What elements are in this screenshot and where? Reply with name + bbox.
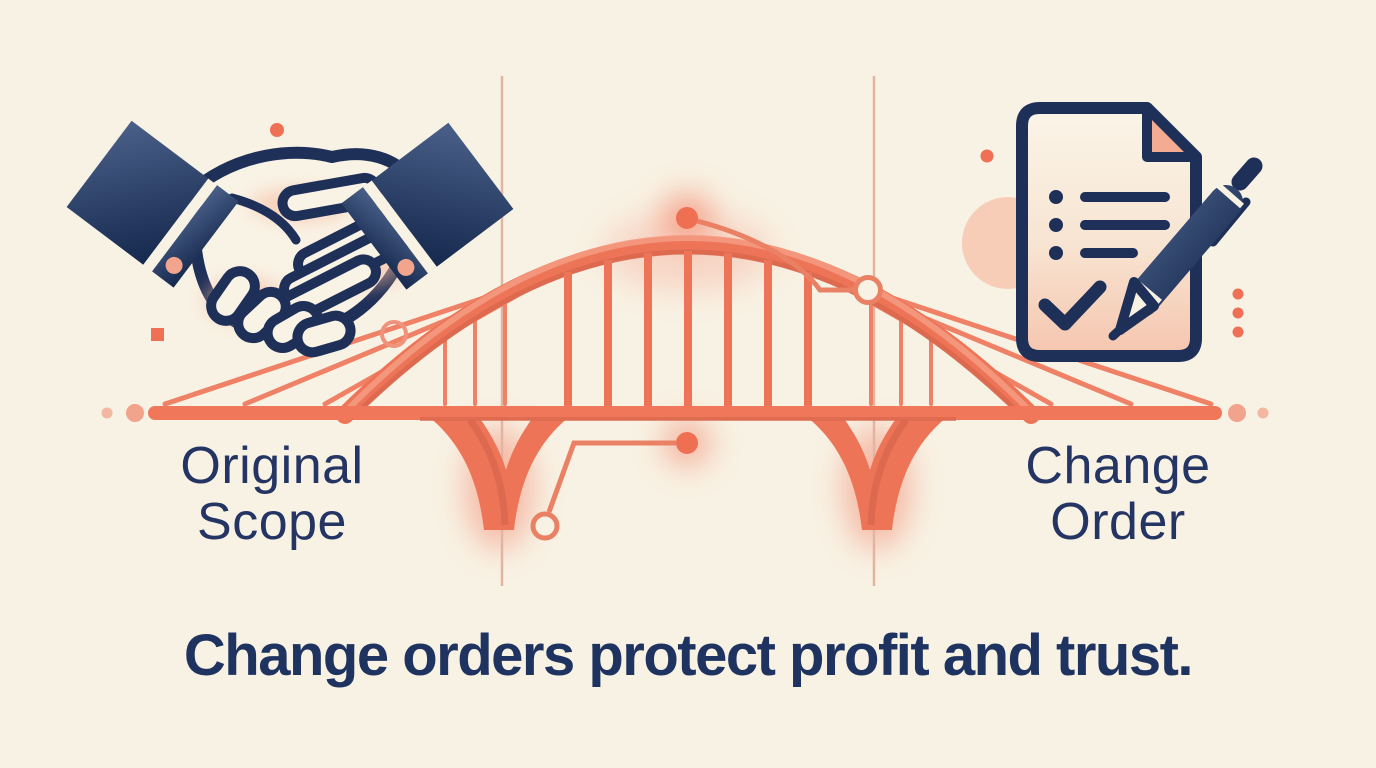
- bridge-hangers: [564, 251, 812, 410]
- label-change-order-line2: Order: [1050, 493, 1186, 551]
- pen-tip: [1115, 277, 1159, 335]
- bridge-deck: [148, 406, 1222, 421]
- fold-corner: [1142, 103, 1201, 162]
- circuit-node-bottom: [530, 432, 698, 541]
- accent-square: [151, 328, 164, 341]
- thumb-web-line: [227, 193, 301, 245]
- label-original-scope: Original Scope: [92, 438, 452, 550]
- pen-nib: [1108, 319, 1131, 341]
- label-change-order: Change Order: [938, 438, 1298, 550]
- contract-document-icon: [962, 102, 1263, 362]
- right-sleeve: [341, 122, 514, 290]
- bridge-pier-left: [424, 413, 574, 530]
- circuit-node-top: [676, 207, 883, 305]
- left-sleeve: [66, 120, 239, 288]
- bridge-pier-right: [802, 413, 952, 530]
- checklist-lines: [1049, 190, 1170, 260]
- handshake-icon: [66, 120, 514, 358]
- pen-body: [1125, 185, 1243, 317]
- cufflink: [165, 256, 183, 274]
- pen-icon: [1108, 157, 1263, 341]
- caption: Change orders protect profit and trust.: [183, 623, 1194, 688]
- label-original-scope-line1: Original: [180, 437, 364, 495]
- deck-end-dots-left: [101, 404, 144, 422]
- cufflink: [397, 258, 415, 276]
- accent-dots-column: [1232, 288, 1244, 338]
- pen-seam-top: [1216, 182, 1244, 209]
- knuckles: [206, 266, 356, 358]
- bridge-illustration: [101, 207, 1269, 541]
- label-change-order-line1: Change: [1025, 437, 1211, 495]
- pen-clicker: [1231, 157, 1263, 191]
- accent-dot-right: [980, 149, 994, 163]
- deck-end-dots-right: [1228, 404, 1269, 422]
- label-original-scope-line2: Scope: [197, 493, 347, 551]
- checkmark: [1038, 280, 1107, 331]
- accent-dot-left: [270, 123, 284, 137]
- accent-circle-outline: [380, 320, 408, 348]
